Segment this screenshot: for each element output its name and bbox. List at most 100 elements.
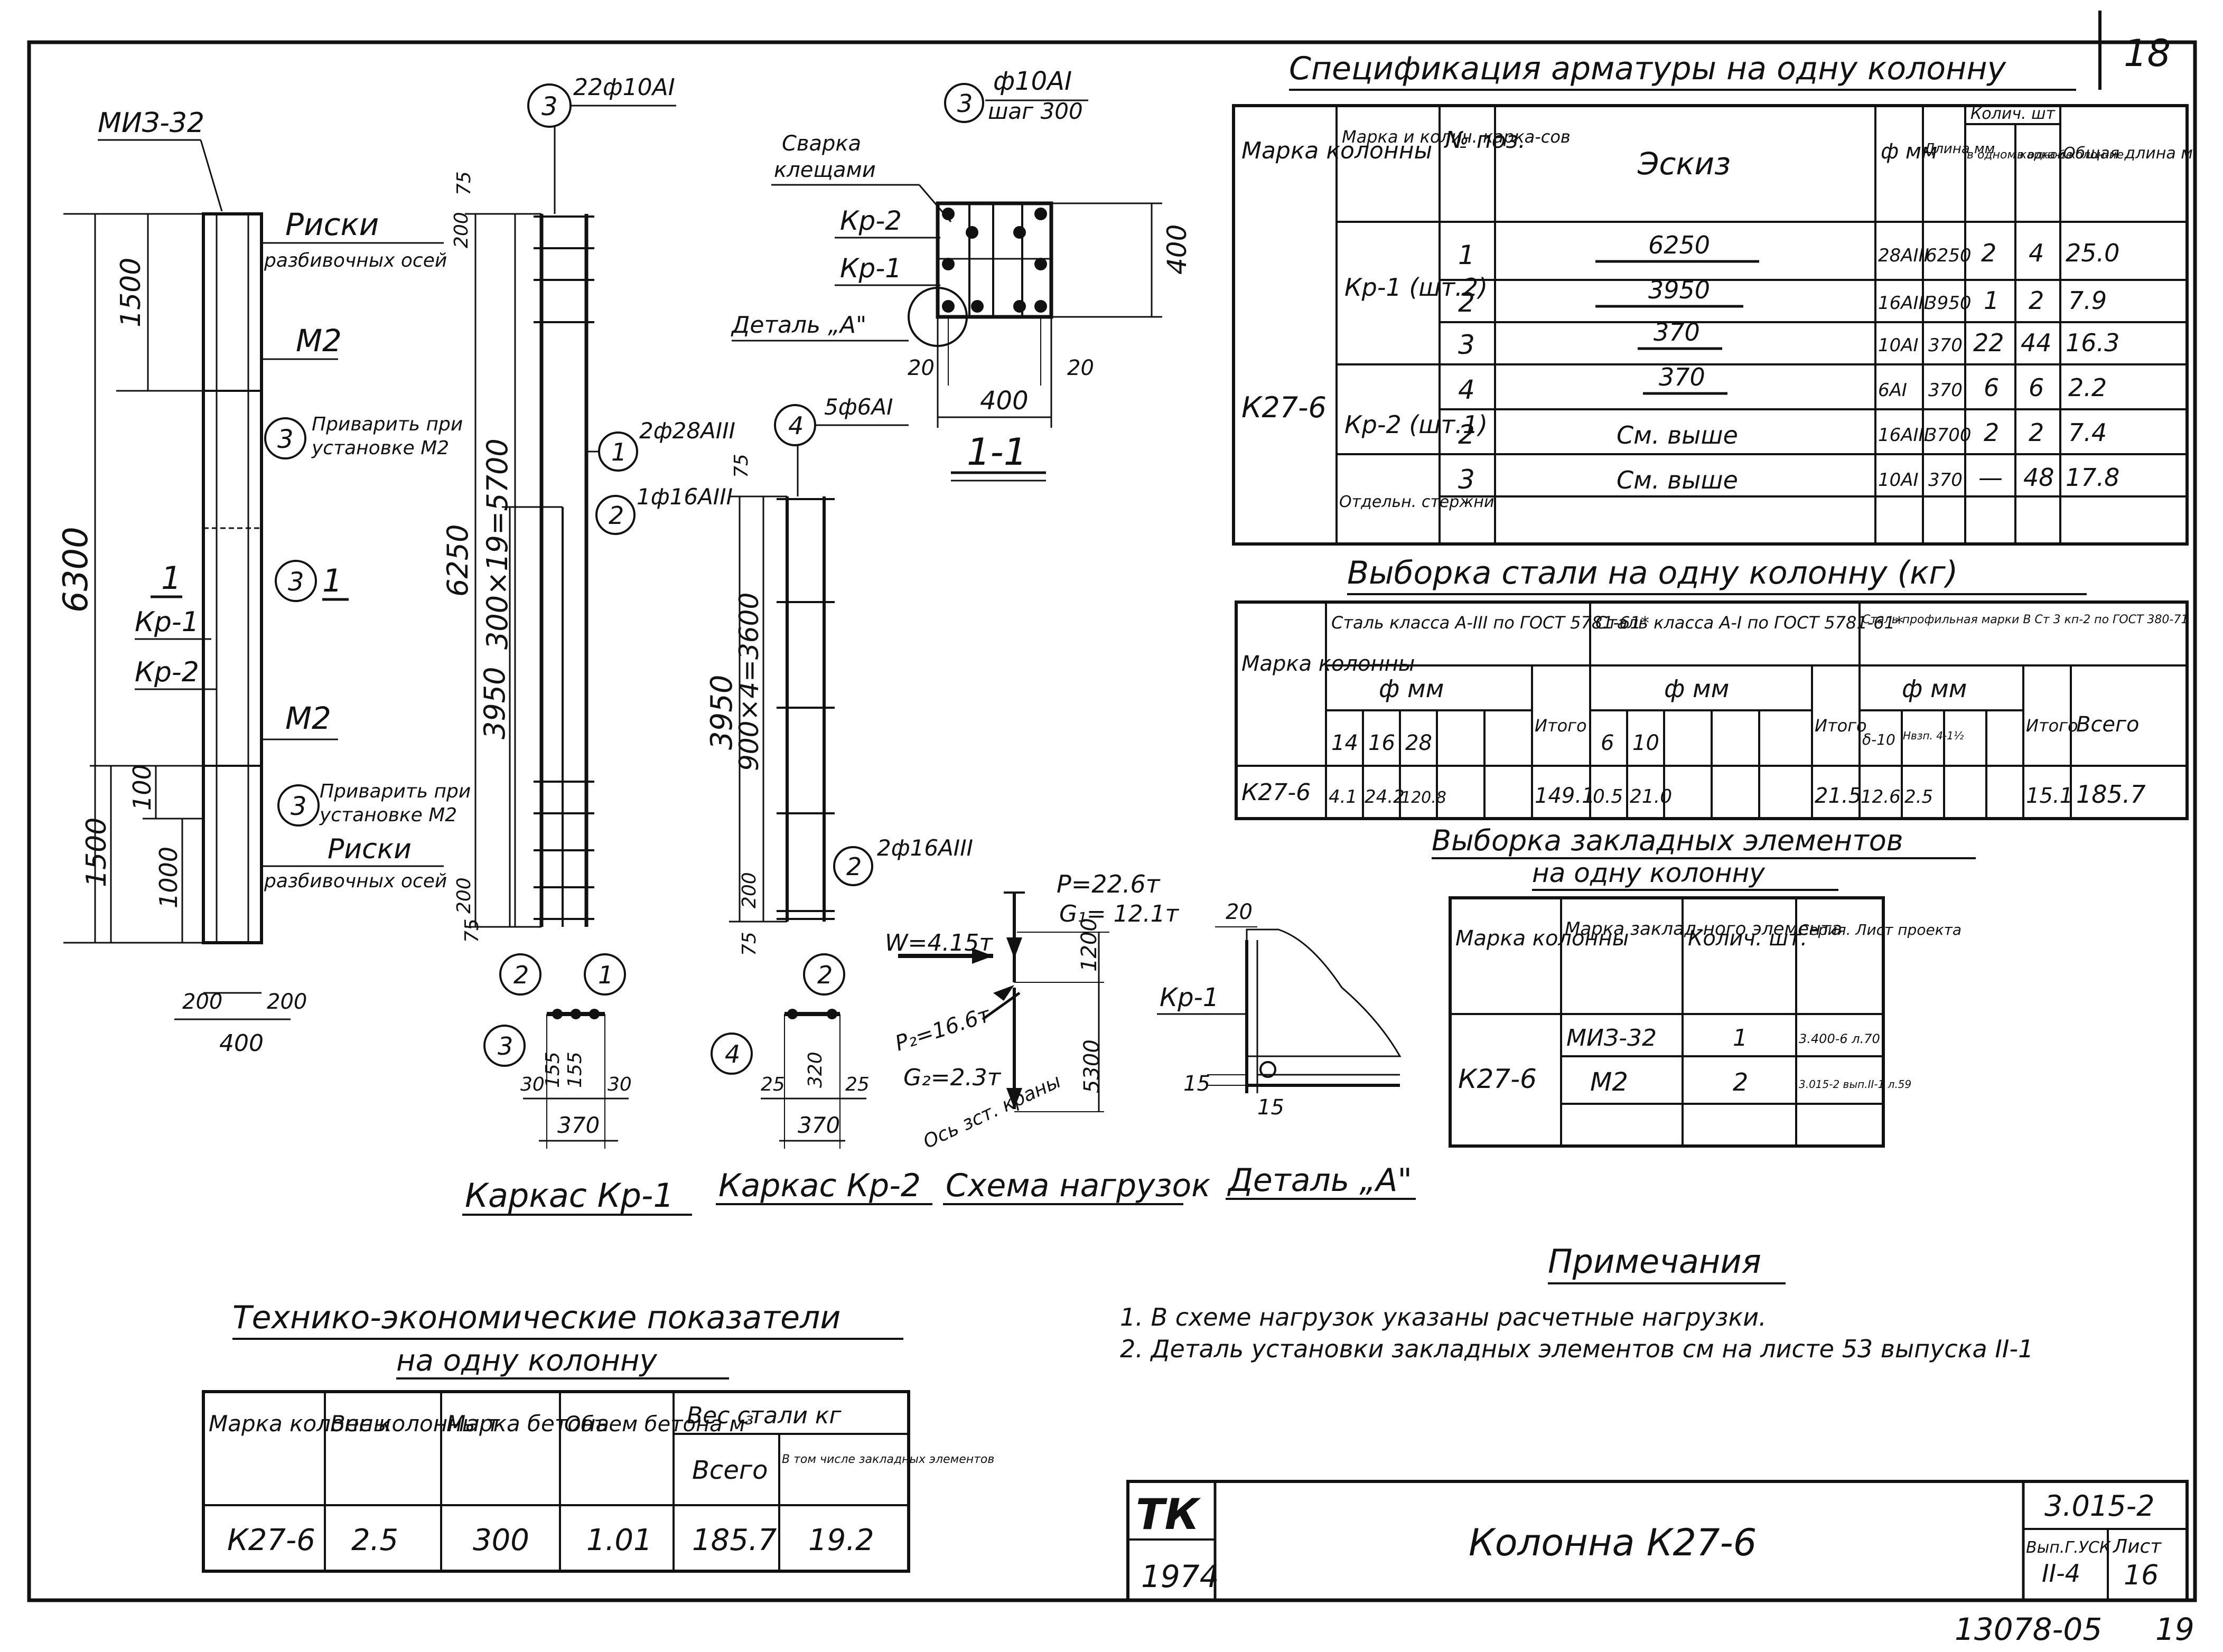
spec-r2-sketch: 3950 [1648, 276, 1710, 304]
emb-r1-ser: 3.400-6 л.70 [1799, 1031, 1880, 1046]
spec-h-mark: Марка колонны [1241, 137, 1432, 164]
steel-h-fmm-a1: ф мм [1664, 674, 1729, 703]
spec-r2-pos: 2 [1458, 287, 1475, 318]
steel-table: Выборка стали на одну колонну (кг) [1235, 555, 2189, 820]
spec-r6-len: 370 [1928, 470, 1963, 491]
spec-r2-dia: 16АIII [1878, 293, 1929, 314]
spec-r2-q1: 1 [1984, 286, 1999, 315]
dim-1000: 1000 [154, 847, 183, 908]
kr1-dim-3950: 3950 [478, 667, 511, 739]
detail-a-kr1: Кр-1 [1160, 983, 1219, 1012]
kr2-sec-370: 370 [798, 1112, 840, 1138]
sec-title: 1-1 [967, 430, 1027, 474]
emb-h-mark: Марка колонны [1455, 926, 1629, 951]
steel-h-itogo-prof: Итого [2026, 716, 2078, 736]
section-1-1: 3 ф10АI шаг 300 Сварка клещами Кр-2 Кр-1… [731, 67, 1192, 482]
spec-r6-q1: — [1978, 463, 2003, 492]
steel-prof-col-2: Нвзп. 4-1½ [1903, 729, 1964, 742]
kr2-callout-4 [774, 404, 816, 446]
callout-3-mid-num: 3 [288, 567, 304, 597]
sec-dim-400h: 400 [980, 386, 1029, 416]
kr2-dim-200: 200 [739, 872, 760, 908]
steel-h-prof: Сталь профильная марки В Ст 3 кп-2 по ГО… [1862, 613, 2188, 626]
callout-3-bottom [277, 784, 320, 827]
m2-top: М2 [296, 323, 342, 359]
spec-r6-total: 17.8 [2066, 463, 2119, 492]
riski-top: Риски [285, 207, 379, 242]
notes-item-2: 2. Деталь установки закладных элементов … [1120, 1335, 2033, 1363]
spec-r1-q2: 4 [2029, 239, 2044, 267]
kr2-dim-pitch: 900×4=3600 [734, 593, 764, 771]
spec-r4-dia: 6АI [1878, 380, 1907, 401]
kr2-sec-320: 320 [805, 1052, 826, 1088]
tep-h-mark: Марка колонны [209, 1411, 391, 1437]
dim-200-right: 200 [267, 990, 307, 1014]
cage-kr1: 6250 300×19=5700 3950 75 200 200 75 3 22… [441, 74, 735, 1216]
spec-r5-total: 7.4 [2068, 418, 2107, 447]
stamp-title: Колонна К27-6 [1469, 1521, 1757, 1564]
dim-200-left: 200 [182, 990, 222, 1014]
kr1-sec-155a: 155 [542, 1052, 564, 1088]
steel-prof-col-1: δ-10 [1862, 731, 1895, 748]
kr1-callout-2-label: 1ф16АIII [637, 484, 733, 510]
notes-item-1: 1. В схеме нагрузок указаны расчетные на… [1120, 1303, 1767, 1331]
spec-r3-q1: 22 [1973, 328, 2004, 357]
sec-step: шаг 300 [988, 98, 1083, 124]
spec-r2-q2: 2 [2029, 286, 2044, 315]
steel-prof-v1: 12.6 [1861, 786, 1901, 808]
kr1-sec-callout-1 [584, 953, 626, 996]
spec-r4-sketch: 370 [1659, 363, 1705, 391]
pri-ust-bottom: установке М2 [319, 804, 457, 826]
load-w: W=4.15т [885, 930, 993, 956]
tep-h-total: Всего [692, 1456, 768, 1485]
detail-a-title: Деталь „А" [1227, 1162, 1412, 1199]
sec-weld-1: Сварка [782, 132, 861, 156]
column-outline [202, 212, 263, 944]
sec-callout-3 [944, 83, 984, 123]
steel-title: Выборка стали на одну колонну (кг) [1347, 555, 1958, 592]
kr2-dim-75-bottom: 75 [739, 932, 760, 956]
kr1-callout-3-num: 3 [541, 92, 558, 121]
spec-r3-dia: 10АI [1878, 335, 1919, 356]
dim-1500-top: 1500 [115, 258, 147, 327]
dim-1500-bottom: 1500 [81, 818, 113, 887]
spec-h-dia: ф мм [1881, 139, 1937, 164]
spec-r2-len: 3950 [1926, 293, 1972, 314]
spec-h-sketch: Эскиз [1637, 146, 1731, 182]
spec-row-2: 2 3950 16АIII 3950 1 2 7.9 [1458, 276, 2107, 318]
spec-group-kr2: Кр-2 (шт.1) [1344, 410, 1488, 439]
steel-a1-total: 21.5 [1815, 784, 1862, 808]
steel-a1-col-10: 10 [1632, 731, 1659, 755]
spec-r6-sketch: См. выше [1617, 466, 1738, 494]
cut-1-right: 1 [322, 562, 342, 599]
spec-r3-q2: 44 [2021, 328, 2052, 357]
steel-mark: К27-6 [1241, 779, 1311, 806]
steel-h-fmm-prof: ф мм [1902, 674, 1967, 703]
spec-r4-q1: 6 [1984, 373, 1999, 402]
steel-h-vsego: Всего [2076, 712, 2140, 737]
kr1-callout-2-num: 2 [609, 501, 624, 530]
spec-r5-q1: 2 [1984, 418, 1999, 447]
spec-r3-len: 370 [1928, 335, 1963, 356]
spec-h-pos: № поз. [1443, 127, 1526, 154]
spec-r6-pos: 3 [1458, 464, 1475, 495]
kr1-sec-callout-3 [483, 1025, 526, 1067]
steel-a1-col-6: 6 [1601, 731, 1614, 755]
spec-r2-total: 7.9 [2068, 286, 2107, 315]
emb-r2-ser: 3.015-2 вып.II-1 л.59 [1799, 1078, 1911, 1091]
spec-h-qty: Колич. шт [1970, 105, 2056, 123]
spec-r1-total: 25.0 [2066, 239, 2119, 267]
detail-a-dim-20: 20 [1226, 900, 1253, 924]
spec-r3-pos: 3 [1458, 330, 1475, 360]
spec-r4-q2: 6 [2029, 373, 2044, 402]
steel-a3-col-28: 28 [1405, 731, 1432, 755]
tep-h-concrete: Марка бетона [446, 1411, 609, 1437]
kr2-sec-callout-4-num: 4 [725, 1040, 740, 1068]
spec-r1-q1: 2 [1981, 239, 1996, 267]
spec-r5-dia: 16АIII [1878, 425, 1929, 446]
callout-3-bottom-num: 3 [291, 792, 307, 821]
steel-h-a3: Сталь класса А-III по ГОСТ 5781-61* [1331, 613, 1649, 633]
spec-r5-q2: 2 [2029, 418, 2044, 447]
kr1-sec-155b: 155 [564, 1052, 586, 1088]
